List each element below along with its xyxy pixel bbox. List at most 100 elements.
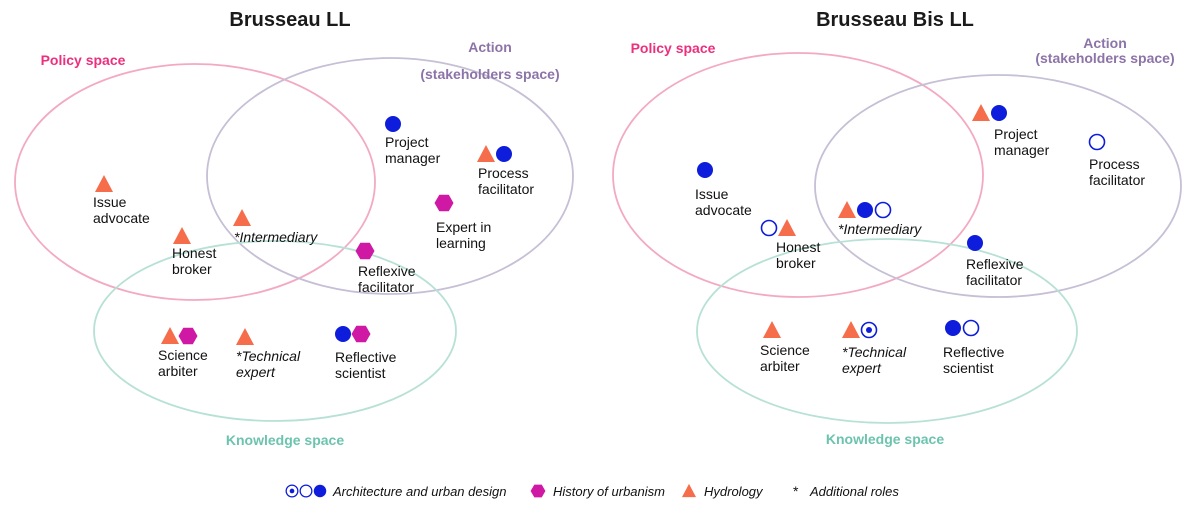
role-label: facilitator [478, 181, 534, 197]
hydrology-triangle-icon [95, 175, 113, 192]
role-label: broker [172, 261, 212, 277]
role-label: Reflexive [358, 263, 416, 279]
panel-title: Brusseau LL [229, 9, 350, 31]
architecture-filled-circle-icon [313, 484, 327, 498]
hydrology-triangle-icon [763, 321, 781, 338]
role-label: Science [158, 347, 208, 363]
role-label: *Technical [842, 344, 907, 360]
role-label: Science [760, 342, 810, 358]
hydrology-triangle-icon [173, 227, 191, 244]
role-label: learning [436, 235, 486, 251]
architecture-filled-circle-icon [385, 116, 401, 132]
hydrology-triangle-icon [236, 328, 254, 345]
legend-item-additional: * Additional roles [793, 483, 899, 499]
venn-panel-1: Brusseau LL Policy space Action (stakeholde… [14, 9, 574, 448]
legend-label: History of urbanism [553, 484, 665, 499]
architecture-open-circle-icon [299, 484, 313, 498]
policy-space-circle [14, 63, 376, 301]
legend-item-architecture: Architecture and urban design [285, 484, 506, 499]
role-label: advocate [93, 210, 150, 226]
role-label: facilitator [358, 279, 414, 295]
architecture-filled-circle-icon [967, 235, 983, 251]
role-label: Project [385, 134, 429, 150]
hydrology-triangle-icon [838, 201, 856, 218]
architecture-open-circle-icon [1088, 133, 1106, 151]
role-label: Reflective [335, 349, 397, 365]
role-label: Honest [172, 245, 216, 261]
architecture-filled-circle-icon [945, 320, 961, 336]
urbanism-hexagon-icon [434, 194, 454, 212]
legend-label: Hydrology [704, 484, 764, 499]
role-label: Issue [93, 194, 127, 210]
hydrology-triangle-icon [778, 219, 796, 236]
panel-title: Brusseau Bis LL [816, 9, 974, 31]
architecture-filled-circle-icon [335, 326, 351, 342]
legend: Architecture and urban design History of … [285, 483, 899, 499]
architecture-open-circle-icon [760, 219, 778, 237]
role-label: Reflexive [966, 256, 1024, 272]
role-label: arbiter [158, 363, 198, 379]
legend-label: Architecture and urban design [332, 484, 506, 499]
architecture-filled-circle-icon [697, 162, 713, 178]
action-space-label: Action [1083, 35, 1127, 51]
legend-item-urbanism: History of urbanism [530, 484, 665, 499]
role-label: *Intermediary [838, 221, 922, 237]
legend-symbol: * [793, 483, 799, 499]
role-intermediary: *Intermediary [838, 201, 922, 237]
urbanism-hexagon-icon [530, 484, 546, 498]
architecture-dotted-circle-icon [285, 484, 299, 498]
architecture-filled-circle-icon [991, 105, 1007, 121]
role-label: scientist [943, 360, 994, 376]
architecture-filled-circle-icon [496, 146, 512, 162]
role-label: manager [385, 150, 441, 166]
action-space-label: Action [468, 39, 512, 55]
role-label: Process [478, 165, 529, 181]
urbanism-hexagon-icon [351, 325, 371, 343]
hydrology-triangle-icon [161, 327, 179, 344]
hydrology-triangle-icon [233, 209, 251, 226]
architecture-open-circle-icon [962, 319, 980, 337]
role-label: broker [776, 255, 816, 271]
role-label: scientist [335, 365, 386, 381]
role-label: Honest [776, 239, 820, 255]
role-label: *Technical [236, 348, 301, 364]
policy-space-label: Policy space [41, 52, 126, 68]
hydrology-triangle-icon [972, 104, 990, 121]
knowledge-space-circle [696, 238, 1078, 424]
role-label: Project [994, 126, 1038, 142]
role-label: facilitator [966, 272, 1022, 288]
role-label: Reflective [943, 344, 1005, 360]
role-label: Process [1089, 156, 1140, 172]
knowledge-space-label: Knowledge space [826, 431, 944, 447]
role-label: facilitator [1089, 172, 1145, 188]
action-space-sublabel: (stakeholders space) [420, 66, 559, 82]
role-label: arbiter [760, 358, 800, 374]
architecture-dotted-circle-icon [860, 321, 878, 339]
urbanism-hexagon-icon [355, 242, 375, 260]
role-label: Issue [695, 186, 729, 202]
action-space-circle [206, 57, 574, 295]
legend-item-hydrology: Hydrology [681, 483, 764, 499]
knowledge-space-circle [93, 240, 457, 422]
action-space-circle [814, 74, 1182, 298]
legend-label: Additional roles [809, 484, 899, 499]
urbanism-hexagon-icon [178, 327, 198, 345]
